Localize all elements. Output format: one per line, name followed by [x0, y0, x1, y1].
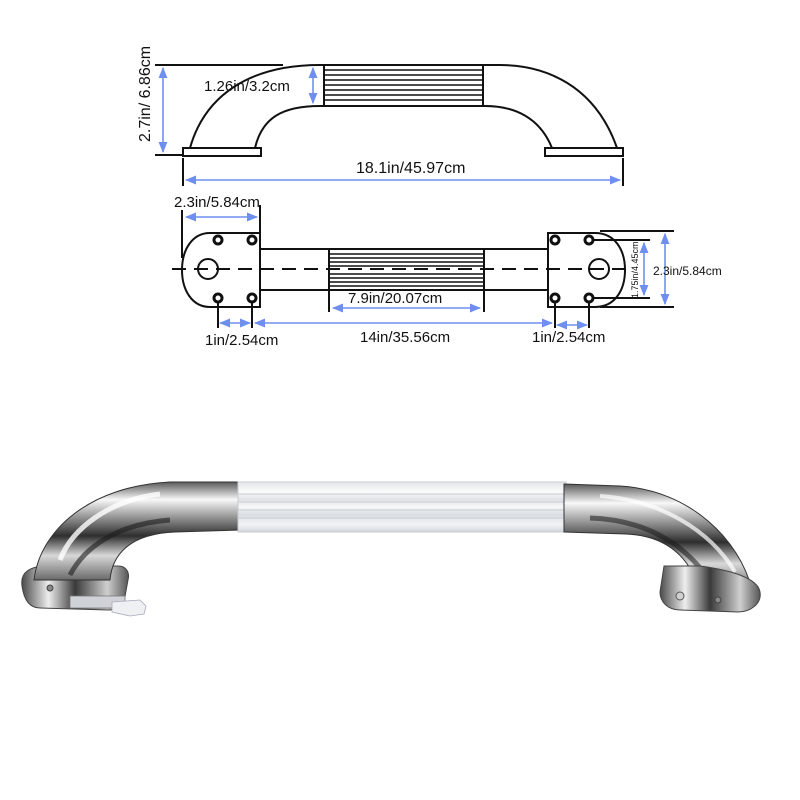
left-mount-hole — [46, 584, 54, 592]
flange-width-label: 2.3in/5.84cm — [653, 264, 722, 278]
right-screw-hole-top-outer — [583, 234, 595, 246]
grip-diameter-label: 1.26in/3.2cm — [204, 78, 290, 95]
right-base-flange — [544, 147, 624, 157]
left-center-hole — [197, 258, 219, 280]
hole-vertical-spacing-label: 1.75in/4.45cm — [630, 241, 640, 298]
left-screw-hole-top-inner — [246, 234, 258, 246]
right-mount-screw — [675, 591, 685, 601]
bar-outer-outline — [189, 64, 618, 149]
right-screw-hole-bottom-inner — [549, 292, 561, 304]
right-mount-hole — [714, 596, 722, 604]
right-center-hole — [588, 258, 610, 280]
top-view-drawing — [172, 205, 674, 330]
anchor-plug — [111, 599, 147, 617]
right-hole-spacing-label: 1in/2.54cm — [532, 329, 605, 346]
side-grip-ribs — [323, 65, 484, 106]
left-screw-hole-bottom-outer — [212, 292, 224, 304]
grip-length-label: 7.9in/20.07cm — [348, 290, 442, 307]
height-label: 2.7in/ 6.86cm — [137, 46, 154, 142]
bar-inner-outline — [254, 105, 553, 149]
center-distance-label: 14in/35.56cm — [360, 329, 450, 346]
left-flange-outline — [180, 232, 261, 308]
grip-sleeve — [237, 481, 567, 533]
overall-length-label: 18.1in/45.97cm — [356, 160, 465, 177]
right-mount-base — [659, 565, 761, 613]
product-photo — [21, 481, 761, 617]
right-screw-hole-top-inner — [549, 234, 561, 246]
side-view-drawing — [155, 64, 624, 186]
grip-sleeve-ribs — [238, 493, 566, 519]
left-hole-spacing-label: 1in/2.54cm — [205, 332, 278, 349]
top-grip-ribs — [328, 249, 485, 312]
right-screw-hole-bottom-outer — [583, 292, 595, 304]
left-screw-hole-top-outer — [212, 234, 224, 246]
left-base-flange — [182, 147, 262, 157]
left-screw-hole-bottom-inner — [246, 292, 258, 304]
flange-length-label: 2.3in/5.84cm — [174, 194, 260, 211]
